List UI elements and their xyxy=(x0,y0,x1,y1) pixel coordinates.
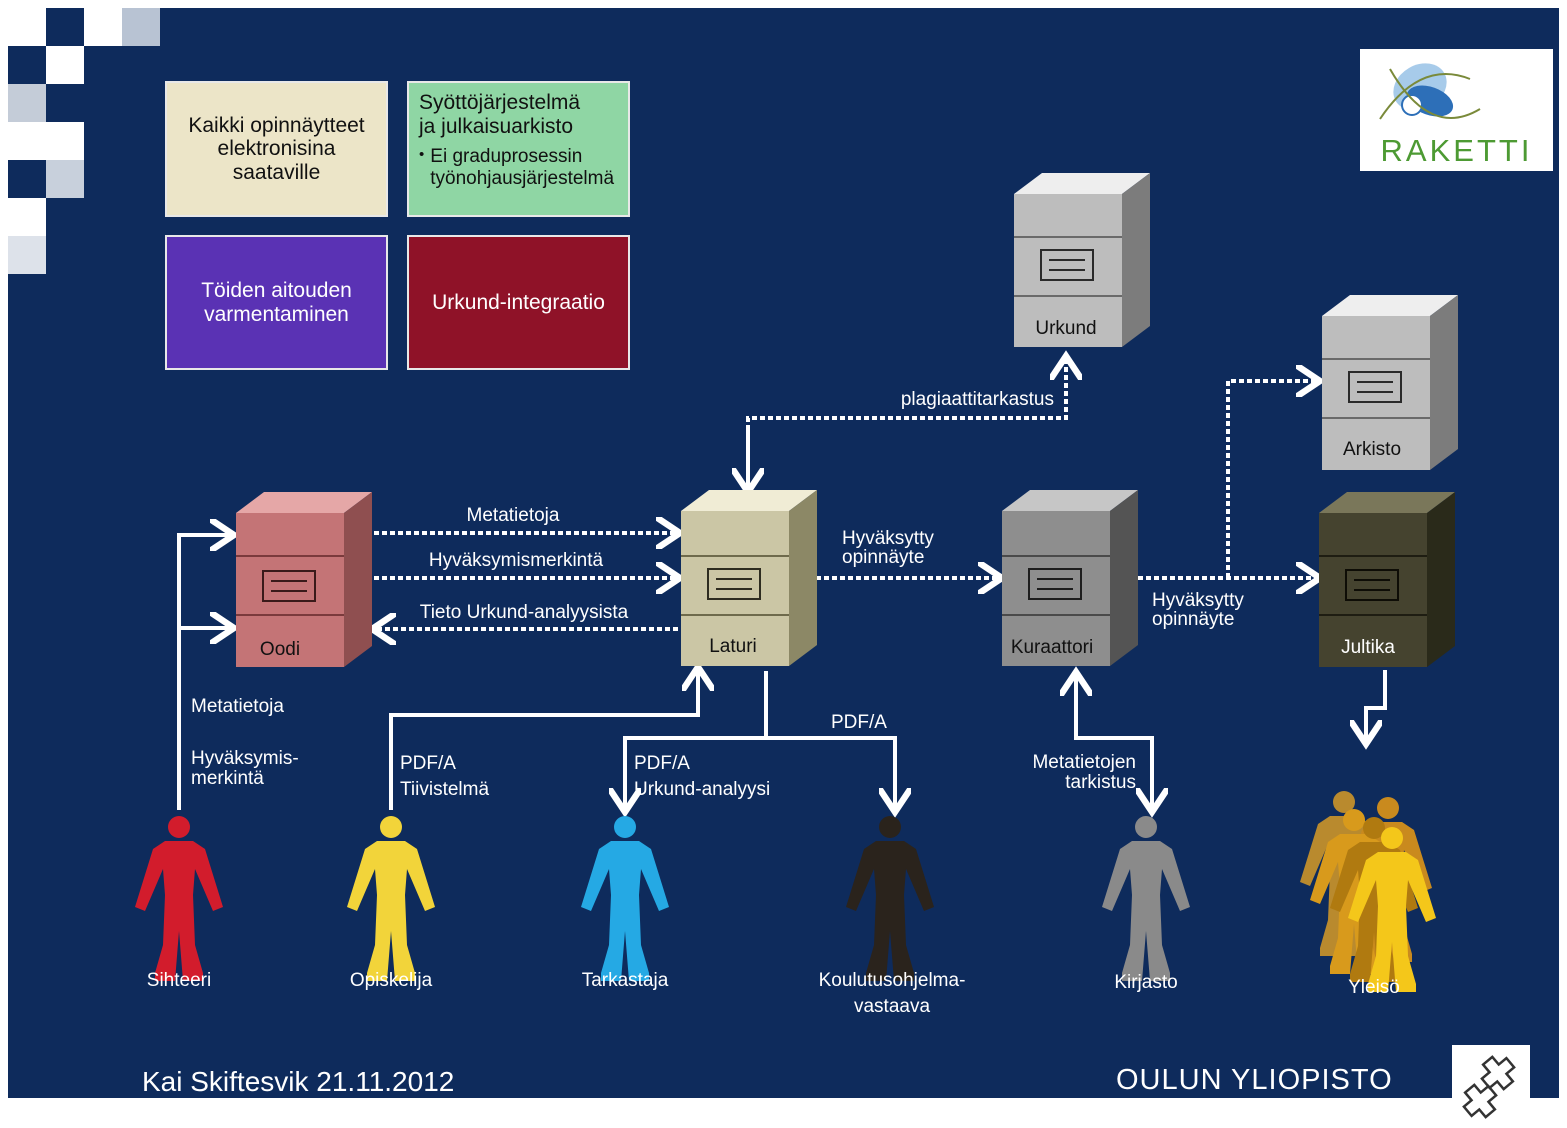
server-label: Oodi xyxy=(260,639,300,660)
actor-opiskelija: Opiskelija xyxy=(347,816,435,991)
actor-kirjasto: Kirjasto xyxy=(1102,816,1190,993)
actor-label: Opiskelija xyxy=(350,970,433,991)
server-label: Jultika xyxy=(1341,637,1395,658)
legend-bullet-text: Ei graduprosessin työnohjausjärjestelmä xyxy=(430,146,615,189)
university-logo xyxy=(1452,1045,1530,1123)
flow-label-metatietoja: Metatietoja xyxy=(467,505,560,526)
server-kuraattori: Kuraattori xyxy=(1002,490,1138,666)
actor-koulutusohjelma: Koulutusohjelma-vastaava xyxy=(819,816,966,1017)
actor-yleiso: Yleisö xyxy=(1300,791,1436,998)
flow-plagiaatti xyxy=(746,360,1066,486)
server-label: Arkisto xyxy=(1343,439,1401,460)
university-subtitle: UNIVERSITY of OULU xyxy=(1255,1099,1378,1111)
flow-laturi-tarkastaja xyxy=(625,671,768,808)
flow-label-koulutus-pdf: PDF/A xyxy=(831,712,887,733)
raketti-emblem-icon xyxy=(1379,63,1481,120)
actor-label: Kirjasto xyxy=(1114,972,1177,993)
server-arkisto: Arkisto xyxy=(1322,295,1458,470)
actor-tarkastaja: Tarkastaja xyxy=(581,816,669,991)
legend-box-electronic: Kaikki opinnäytteet elektronisina saatav… xyxy=(165,81,388,217)
actor-label: Koulutusohjelma-vastaava xyxy=(819,970,966,1017)
legend-box-system: Syöttöjärjestelmä ja julkaisuarkisto • E… xyxy=(407,81,630,217)
flow-laturi-koulutus xyxy=(766,736,895,808)
legend-bullet: • Ei graduprosessin työnohjausjärjestelm… xyxy=(419,146,615,189)
flow-label-hyvaksymismerkinta: Hyväksymismerkintä xyxy=(429,550,604,571)
slide: Kaikki opinnäytteet elektronisina saatav… xyxy=(8,8,1559,1098)
actor-label: Tarkastaja xyxy=(582,970,669,991)
flow-label-plagiaatti: plagiaattitarkastus xyxy=(901,389,1054,410)
university-name: OULUN YLIOPISTO xyxy=(1116,1064,1393,1096)
flow-diagram: Oodi Laturi Kuraattori xyxy=(135,173,1458,1017)
legend-label: Töiden aitouden varmentaminen xyxy=(201,278,352,326)
footer-author: Kai Skiftesvik 21.11.2012 xyxy=(142,1066,455,1097)
server-jultika: Jultika xyxy=(1319,492,1455,667)
raketti-logo: RAKETTI xyxy=(1360,49,1553,171)
server-urkund: Urkund xyxy=(1014,173,1150,347)
checker-pattern xyxy=(8,8,160,274)
server-laturi: Laturi xyxy=(681,490,817,666)
server-oodi: Oodi xyxy=(236,492,372,667)
raketti-wordmark: RAKETTI xyxy=(1380,133,1533,168)
actor-sihteeri: Sihteeri xyxy=(135,816,223,991)
flow-label-sihteeri-hyv: Hyväksymis-merkintä xyxy=(191,748,299,789)
actor-label: Sihteeri xyxy=(147,970,211,991)
flow-jultika-yleiso xyxy=(1366,670,1387,740)
oulu-logo-icon xyxy=(1462,1055,1516,1119)
flow-sihteeri-oodi xyxy=(177,535,230,810)
legend-box-urkund: Urkund-integraatio xyxy=(407,235,630,370)
server-label: Urkund xyxy=(1035,318,1096,339)
flow-to-arkisto xyxy=(1226,381,1316,578)
flow-label-sihteeri-meta: Metatietoja xyxy=(191,696,284,717)
legend-label: Urkund-integraatio xyxy=(432,290,605,314)
actor-label: Yleisö xyxy=(1348,977,1400,998)
server-label: Kuraattori xyxy=(1011,637,1093,658)
flow-label-tieto-urkund: Tieto Urkund-analyysista xyxy=(420,602,629,623)
legend-label: Kaikki opinnäytteet elektronisina saatav… xyxy=(188,113,365,184)
legend-box-authenticity: Töiden aitouden varmentaminen xyxy=(165,235,388,370)
server-label: Laturi xyxy=(709,636,757,657)
legend-label: Syöttöjärjestelmä ja julkaisuarkisto xyxy=(419,91,581,138)
flow-opiskelija-laturi xyxy=(389,671,698,810)
